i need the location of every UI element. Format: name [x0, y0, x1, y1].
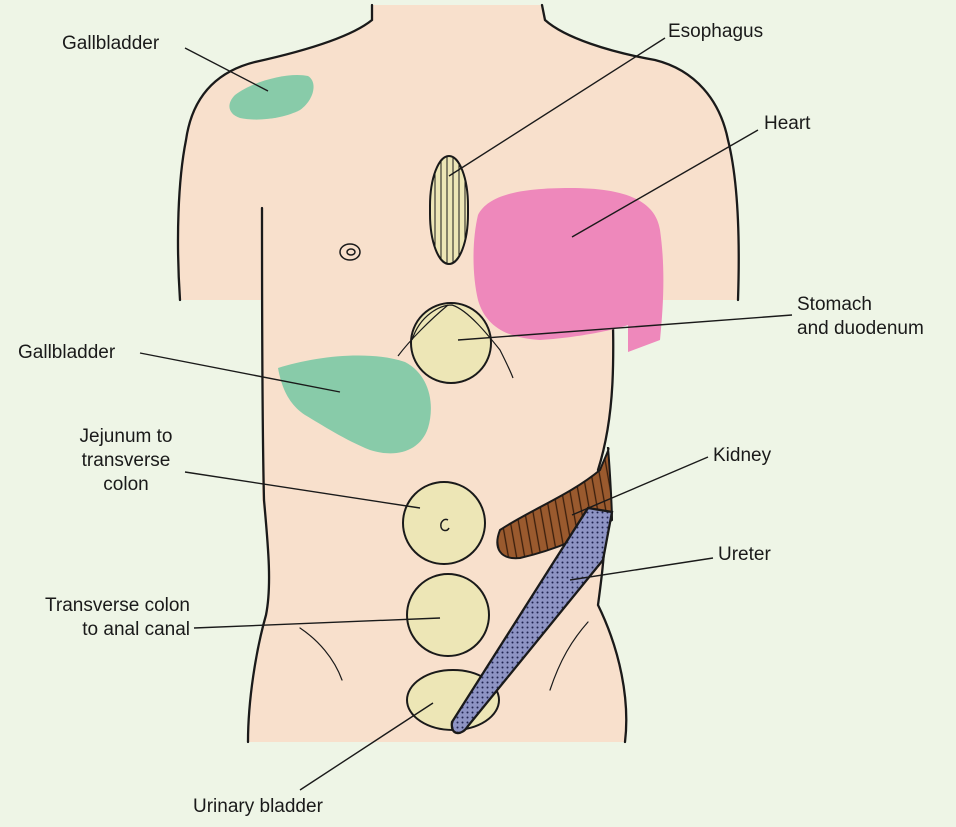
leader-transverse	[193, 617, 441, 629]
gallbladder-abdomen-region	[278, 355, 431, 454]
leader-jejunum	[184, 471, 421, 509]
leader-lines	[139, 37, 793, 791]
gallbladder-shoulder-region	[229, 74, 314, 120]
label-stomach: Stomach and duodenum	[797, 294, 924, 339]
colon-region	[406, 573, 490, 657]
label-gallbladder-mid: Gallbladder	[18, 342, 116, 363]
leader-kidney	[571, 456, 709, 516]
label-urinary-bladder: Urinary bladder	[193, 796, 323, 817]
leader-bladder	[299, 702, 434, 791]
nipple	[339, 243, 361, 261]
label-esophagus: Esophagus	[668, 21, 764, 42]
stomach-region	[397, 302, 514, 384]
jejunum-region	[402, 481, 486, 565]
leader-gallbladder-mid	[139, 352, 341, 393]
ureter-region	[450, 506, 614, 735]
label-kidney: Kidney	[713, 445, 772, 466]
umbilicus	[440, 518, 450, 532]
leader-esophagus	[448, 37, 666, 177]
leader-stomach	[457, 314, 793, 341]
leader-ureter	[569, 557, 714, 581]
label-transverse-colon: Transverse colon to anal canal	[44, 595, 190, 640]
leader-heart	[571, 129, 759, 238]
esophagus-region	[429, 155, 469, 265]
label-gallbladder-top: Gallbladder	[62, 33, 160, 54]
heart-region	[473, 188, 664, 352]
label-heart: Heart	[764, 113, 811, 134]
label-ureter: Ureter	[718, 544, 771, 565]
leader-gallbladder-top	[184, 47, 269, 92]
label-jejunum: Jejunum to transverse colon	[79, 426, 173, 495]
